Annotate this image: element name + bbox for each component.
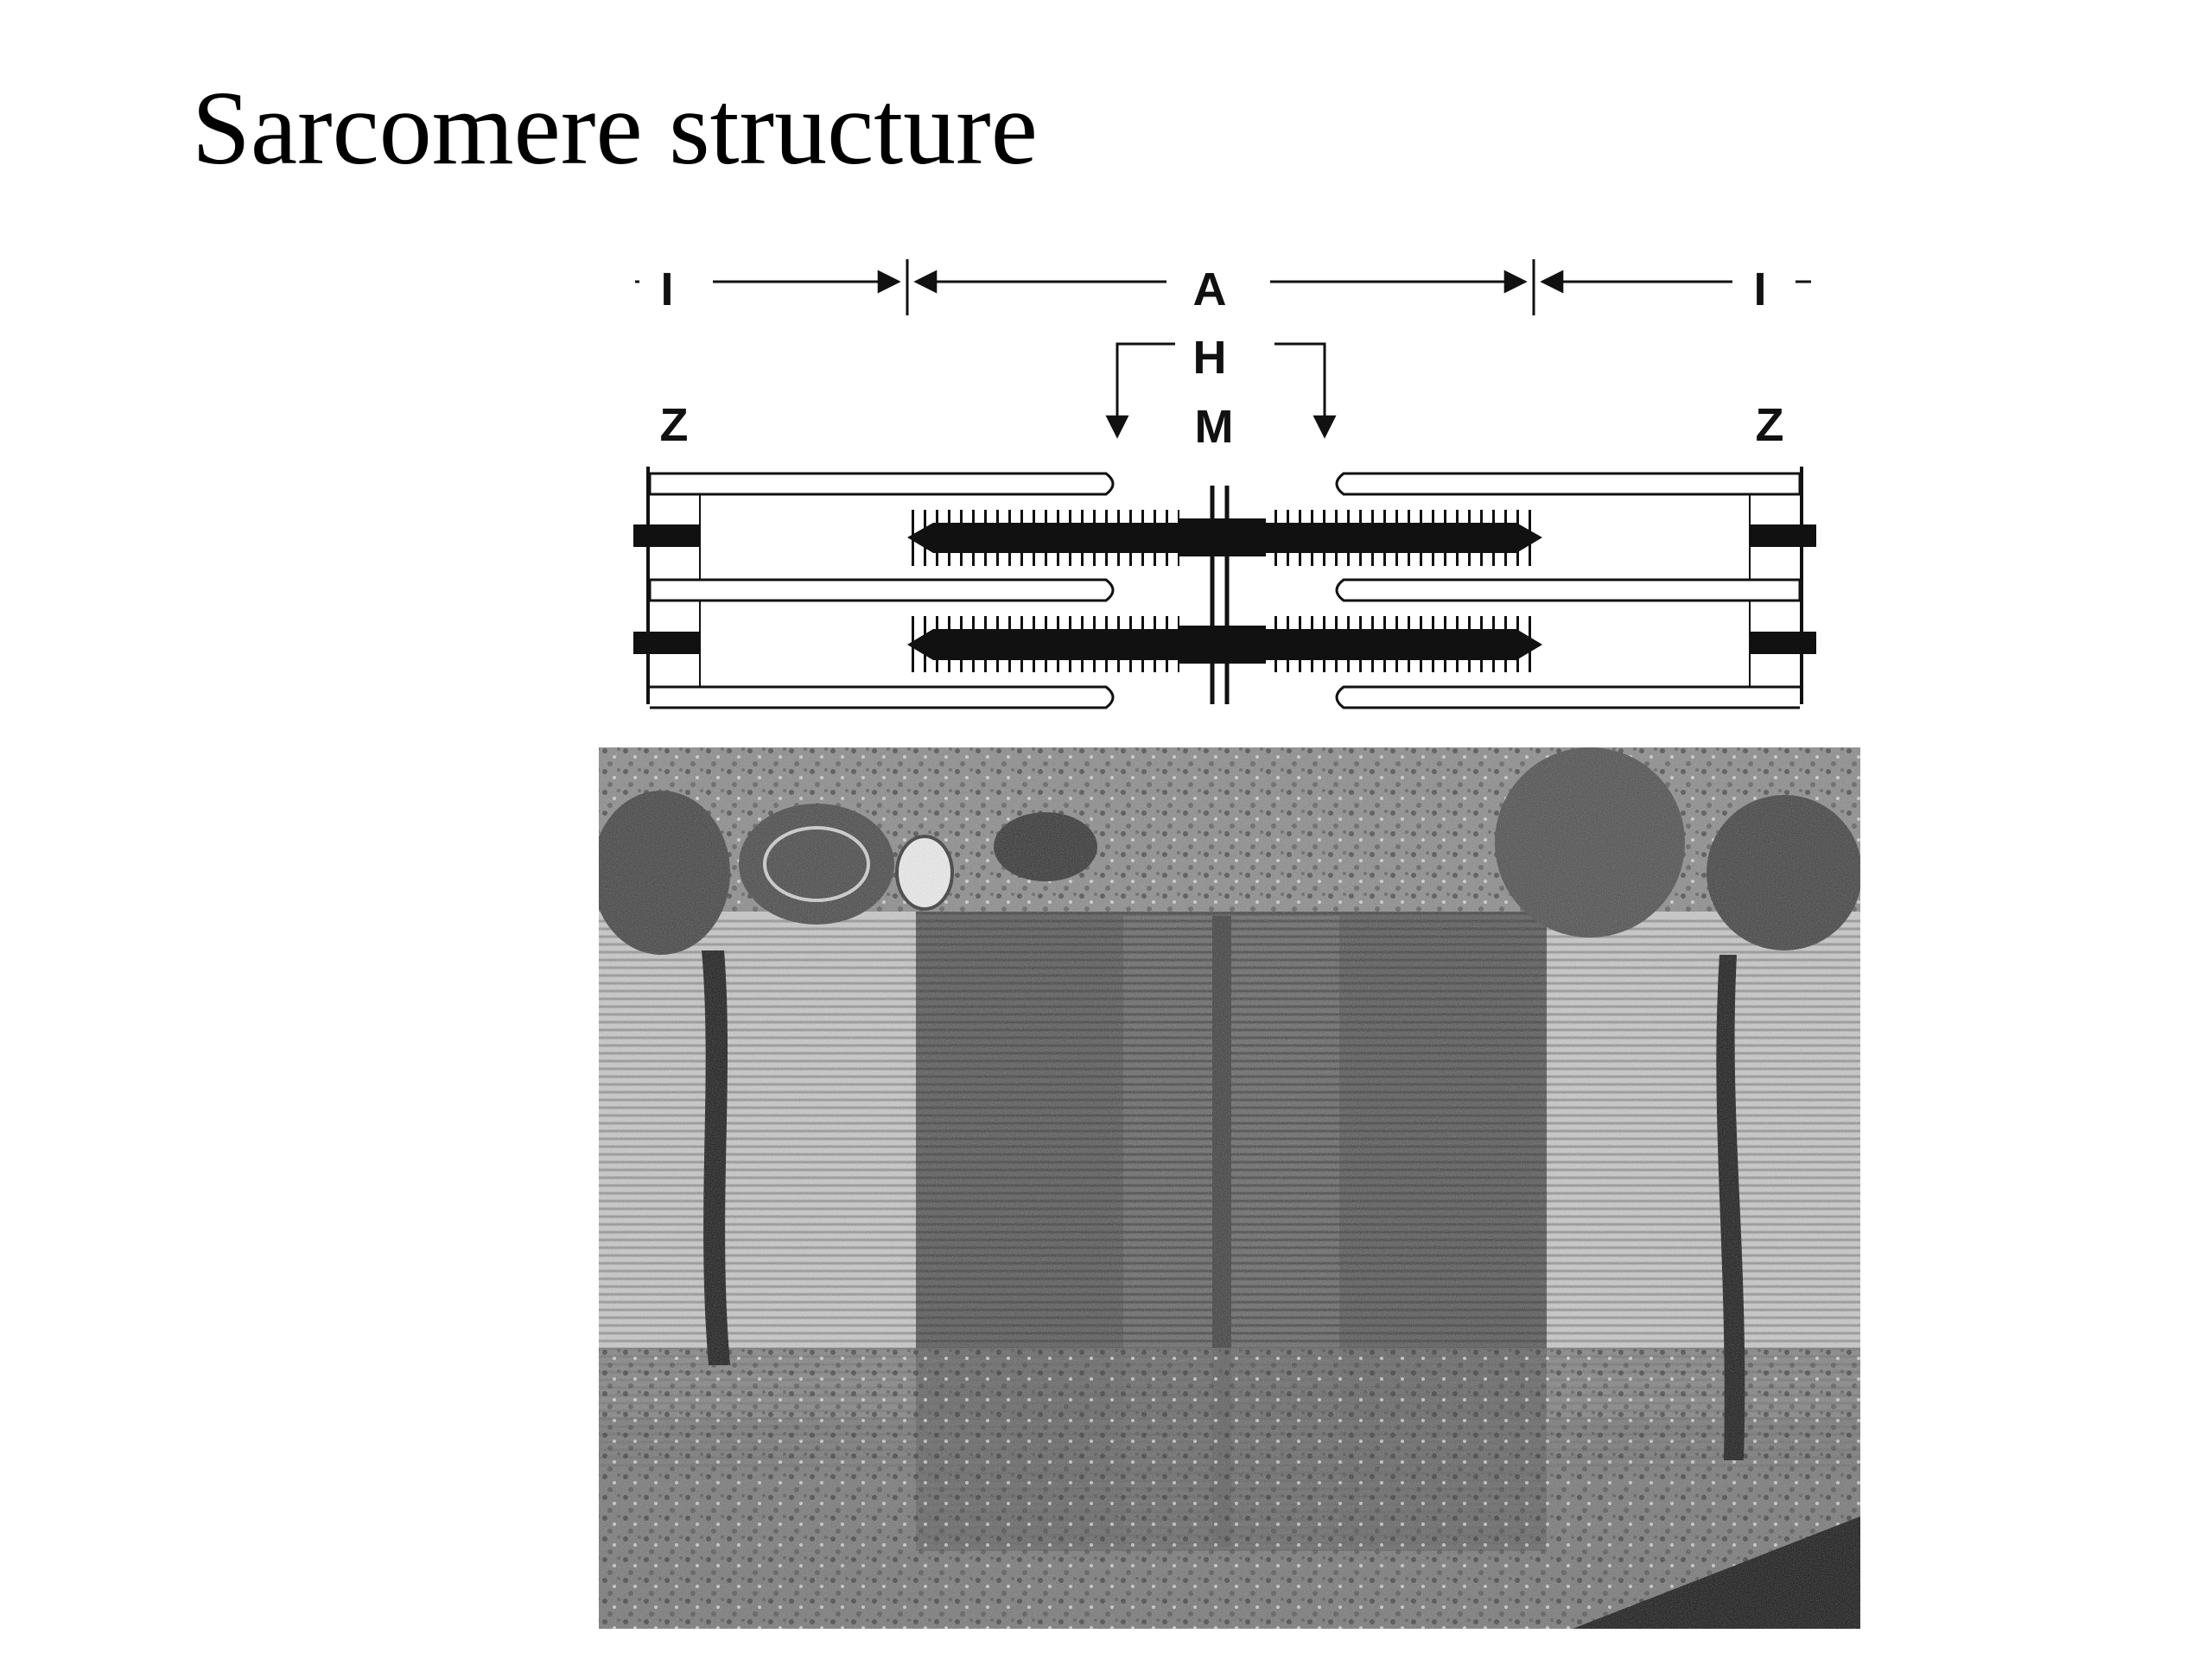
label-a: A: [1193, 264, 1227, 315]
thick-filaments: [907, 510, 1542, 672]
z-disc-blocks: [633, 524, 1816, 654]
sarcomere-schematic: I A I H M Z Z: [633, 259, 1816, 709]
thin-filaments: [648, 472, 1802, 709]
label-i-left: I: [660, 264, 673, 315]
label-z-left: Z: [660, 399, 689, 451]
dimension-arrows: [635, 259, 1811, 439]
page-title: Sarcomere structure: [192, 70, 1038, 187]
label-m: M: [1195, 401, 1234, 453]
electron-micrograph: [599, 747, 1860, 1629]
label-i-right: I: [1753, 264, 1766, 315]
label-h: H: [1193, 332, 1227, 384]
label-z-right: Z: [1756, 399, 1784, 451]
m-line: [1210, 486, 1230, 704]
